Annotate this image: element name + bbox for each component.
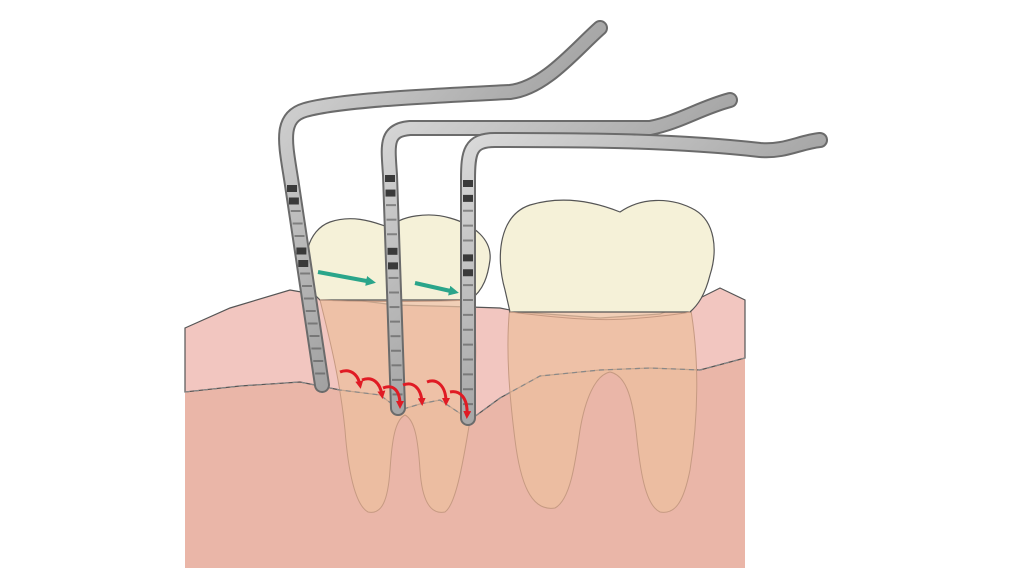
probe-graduation-mark xyxy=(391,349,401,352)
probe-graduation-mark xyxy=(385,175,395,182)
curved-arrow-down-icon xyxy=(449,390,472,419)
probe-graduation-mark xyxy=(290,210,301,212)
probe-1 xyxy=(278,20,608,393)
probe-graduation-mark xyxy=(463,388,473,391)
probe-graduation-mark xyxy=(388,276,399,279)
probe-handle xyxy=(280,22,606,391)
probe-graduation-mark xyxy=(463,180,473,187)
probe-graduation-mark xyxy=(288,197,299,205)
movement-arrows xyxy=(317,270,459,296)
probe-graduation-mark xyxy=(309,335,320,337)
curved-arrow-down-icon xyxy=(382,385,404,409)
probe-graduation-mark xyxy=(390,335,401,338)
probe-graduation-mark xyxy=(392,378,402,381)
bone-crest-line xyxy=(184,357,746,421)
probe-graduation-mark xyxy=(388,262,398,270)
probe-graduation-mark xyxy=(463,239,473,242)
probe-graduation-mark xyxy=(294,235,305,237)
arrow-right-icon xyxy=(414,281,459,296)
probe-graduation-mark xyxy=(300,272,311,275)
probes-group xyxy=(278,20,828,426)
probe-graduation-mark xyxy=(391,364,402,367)
probe-handle xyxy=(382,94,736,414)
probe-graduation-mark xyxy=(463,343,473,346)
probe-graduation-mark xyxy=(463,284,473,287)
probe-graduation-mark xyxy=(387,233,397,236)
probe-graduation-mark xyxy=(463,403,473,406)
probe-graduation-mark xyxy=(385,189,396,197)
probe-graduation-mark xyxy=(463,299,473,301)
probe-graduation-mark xyxy=(305,310,316,312)
probe-graduation-mark xyxy=(463,313,473,316)
probe-handle xyxy=(462,134,826,424)
probe-graduation-mark xyxy=(311,347,322,350)
probe-graduation-mark xyxy=(287,185,297,192)
probe-graduation-mark xyxy=(463,209,473,212)
probe-graduation-mark xyxy=(390,320,400,323)
probe-graduation-mark xyxy=(298,260,309,267)
curved-arrow-down-icon xyxy=(426,379,450,406)
curved-arrow-down-icon xyxy=(361,377,386,399)
probe-graduation-mark xyxy=(463,269,473,277)
probe-graduation-mark xyxy=(386,218,397,221)
curved-arrow-down-icon xyxy=(402,382,426,406)
probe-graduation-mark xyxy=(463,224,473,227)
probe-graduation-mark xyxy=(386,204,396,207)
probe-graduation-mark xyxy=(389,291,399,294)
probe-3 xyxy=(460,132,828,426)
probe-graduation-mark xyxy=(307,322,318,325)
probe-graduation-mark xyxy=(296,247,307,255)
right-cej xyxy=(509,311,691,321)
arrow-right-icon xyxy=(317,270,376,286)
probe-graduation-mark xyxy=(315,372,326,375)
probe-graduation-mark xyxy=(463,358,473,361)
probe-graduation-mark xyxy=(463,328,473,331)
walking-arrows xyxy=(339,369,472,419)
probe-graduation-mark xyxy=(463,373,473,376)
probe-graduation-mark xyxy=(302,285,312,287)
probe-graduation-mark xyxy=(387,247,398,255)
right-molar-crown xyxy=(499,199,715,313)
right-molar-roots xyxy=(507,304,698,513)
probe-graduation-mark xyxy=(389,306,400,309)
probe-graduation-mark xyxy=(463,194,473,202)
probe-graduation-mark xyxy=(292,222,303,225)
alveolar-bone xyxy=(185,358,745,568)
curved-arrow-down-icon xyxy=(339,369,364,389)
probe-graduation-mark xyxy=(463,254,473,262)
probe-graduation-mark xyxy=(303,297,314,300)
probe-graduation-mark xyxy=(313,360,324,362)
